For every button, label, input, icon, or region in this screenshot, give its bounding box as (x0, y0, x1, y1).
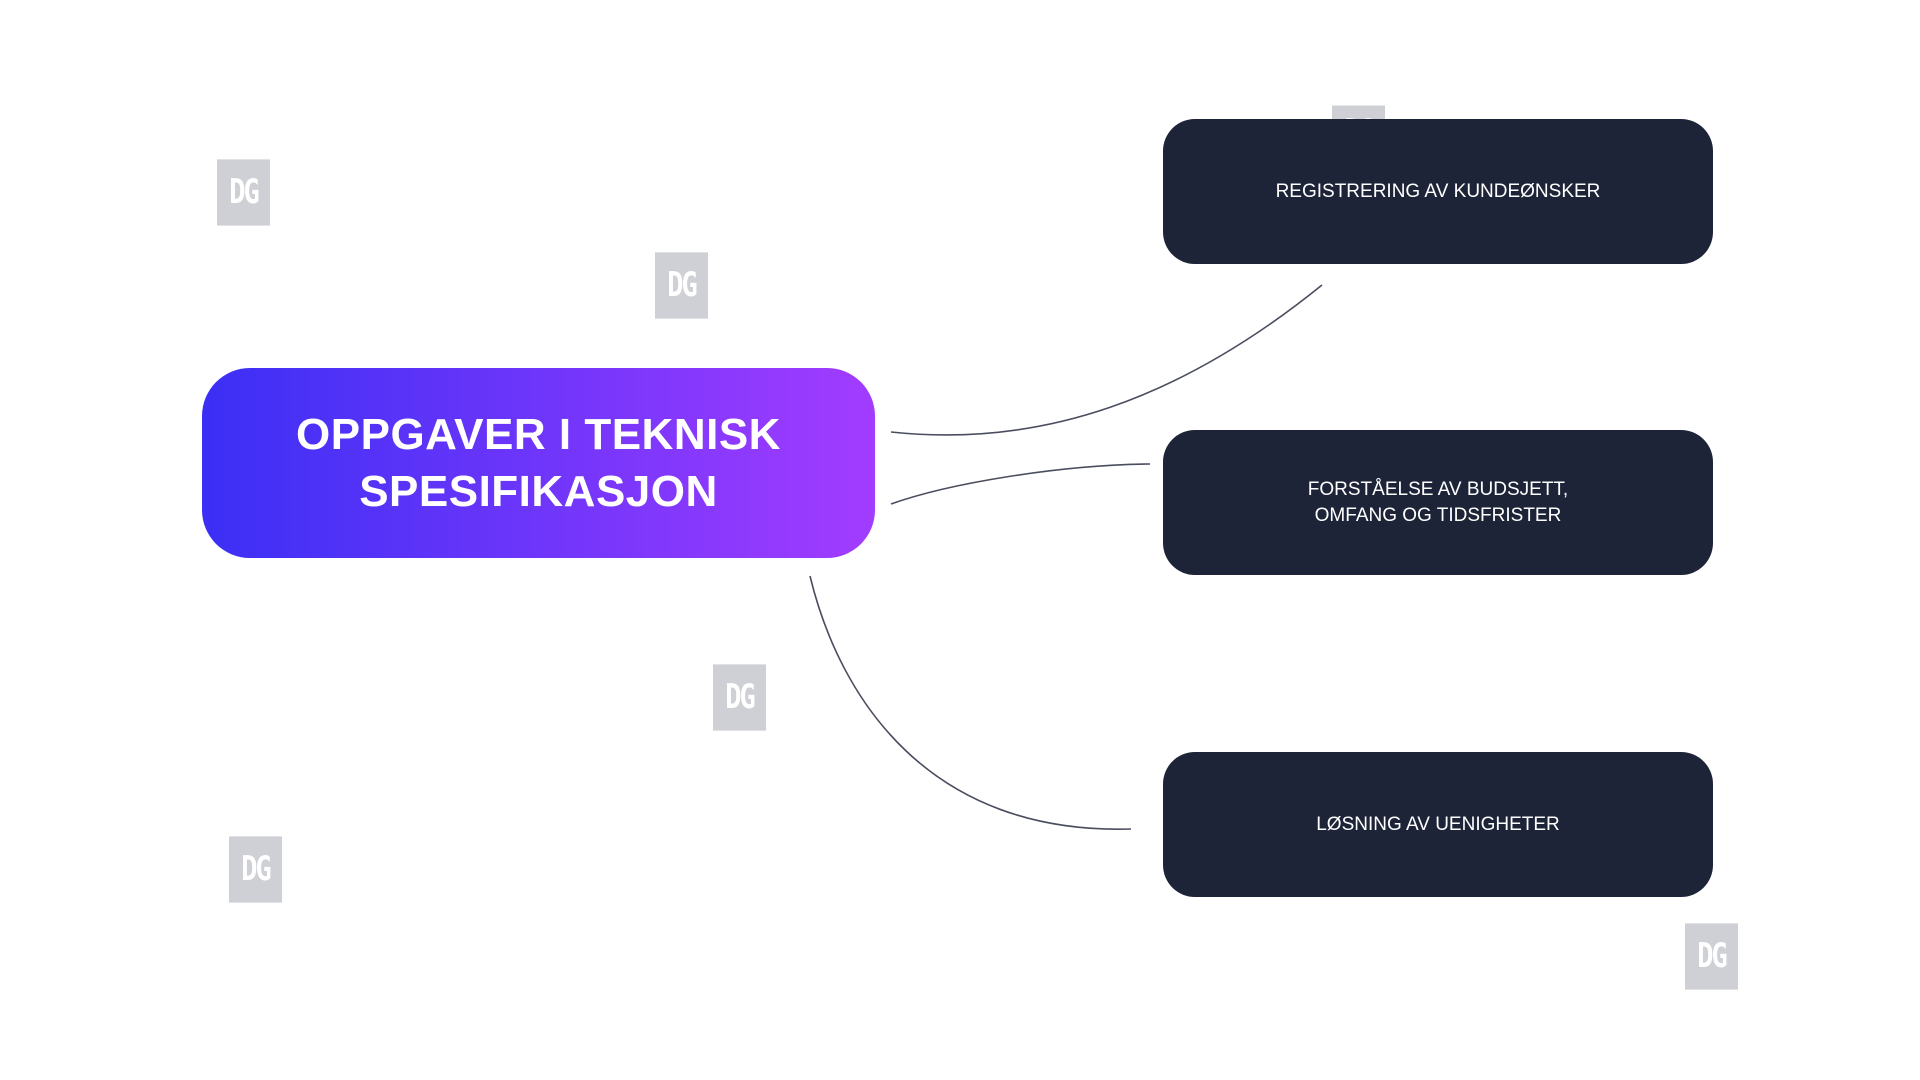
dg-watermark-logo: DG (1685, 923, 1738, 990)
branch-node-registrering: REGISTRERING AV KUNDEØNSKER (1163, 119, 1713, 264)
branch-label: FORSTÅELSE AV BUDSJETT, OMFANG OG TIDSFR… (1307, 478, 1569, 526)
connector-to-registrering (890, 284, 1323, 436)
branch-node-losning: LØSNING AV UENIGHETER (1163, 752, 1713, 897)
dg-watermark-logo: DG (713, 664, 766, 731)
dg-watermark-logo: DG (655, 252, 708, 319)
branch-label: LØSNING AV UENIGHETER (1316, 813, 1560, 835)
connector-to-losning (809, 575, 1132, 830)
dg-watermark-logo: DG (217, 159, 270, 226)
branch-node-forstaelse: FORSTÅELSE AV BUDSJETT, OMFANG OG TIDSFR… (1163, 430, 1713, 575)
central-topic-title: OPPGAVER I TEKNISK SPESIFIKASJON (296, 410, 781, 516)
connector-to-forstaelse (890, 463, 1151, 505)
central-topic-node: OPPGAVER I TEKNISK SPESIFIKASJON (202, 368, 875, 558)
dg-watermark-logo: DG (229, 836, 282, 903)
branch-label: REGISTRERING AV KUNDEØNSKER (1275, 180, 1601, 202)
